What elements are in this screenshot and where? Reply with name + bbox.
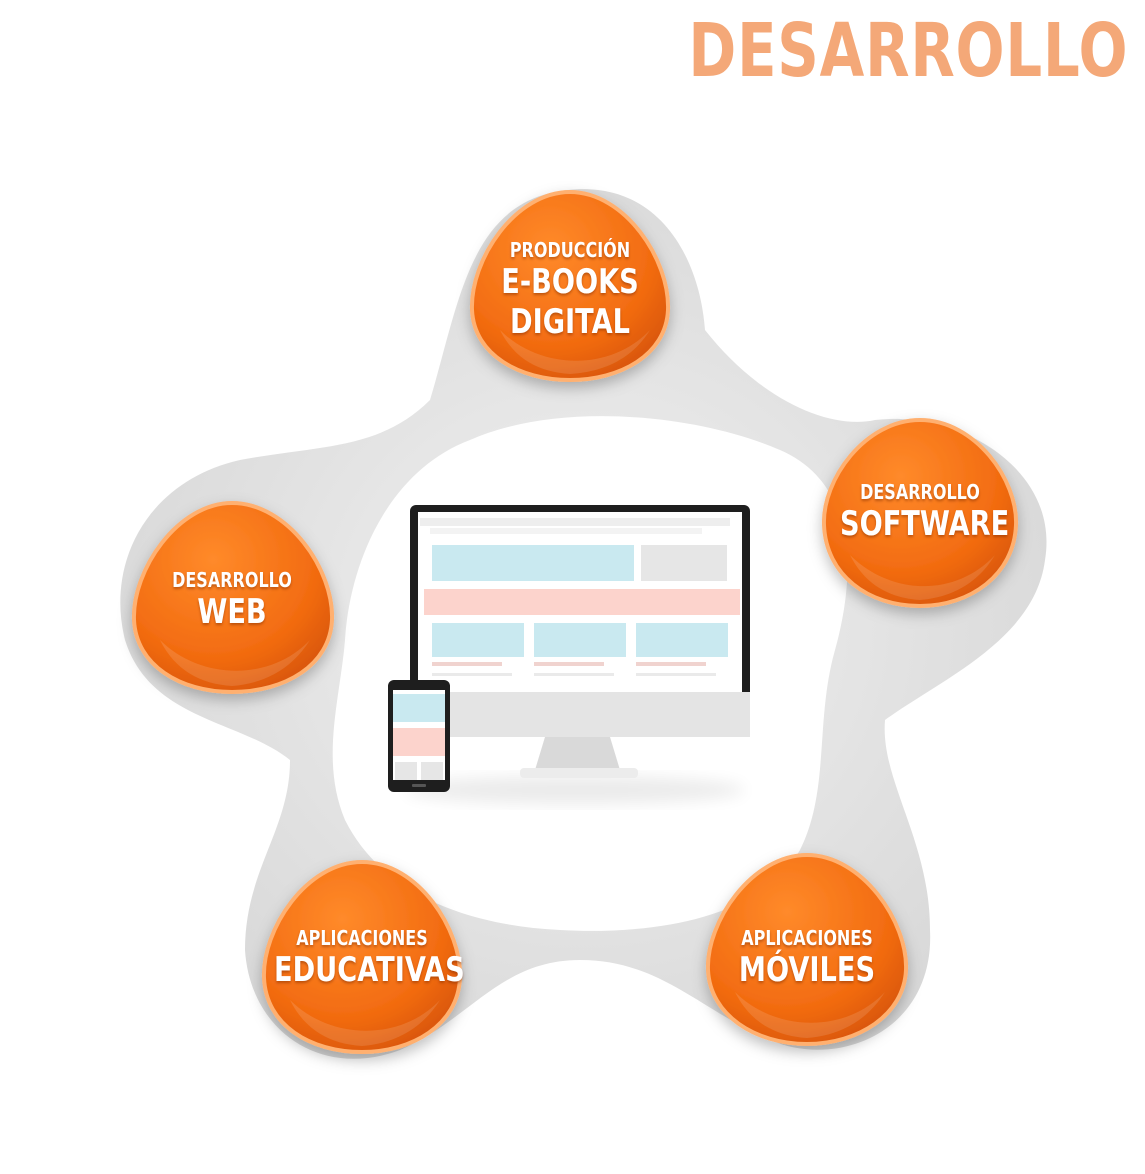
node-moviles-label: APLICACIONES MÓVILES (697, 926, 917, 990)
node-ebooks-line3: DIGITAL (510, 302, 630, 342)
node-ebooks-label: PRODUCCIÓN E-BOOKS DIGITAL (470, 238, 670, 342)
node-software-blob (821, 417, 1019, 609)
node-software-line2: SOFTWARE (840, 504, 1010, 544)
node-software-line1: DESARROLLO (860, 480, 980, 504)
node-moviles-line1: APLICACIONES (741, 926, 873, 950)
node-web-line2: WEB (197, 592, 267, 632)
node-educativas-label: APLICACIONES EDUCATIVAS (252, 926, 472, 990)
node-ebooks-line2: E-BOOKS (501, 262, 639, 302)
node-moviles-line2: MÓVILES (738, 950, 876, 990)
node-web-line1: DESARROLLO (172, 568, 292, 592)
node-moviles-blob (705, 852, 909, 1047)
node-educativas-blob (261, 859, 463, 1055)
node-educativas-line2: EDUCATIVAS (274, 950, 465, 990)
node-web-label: DESARROLLO WEB (132, 568, 332, 632)
node-software-label: DESARROLLO SOFTWARE (820, 480, 1020, 544)
node-web-blob (131, 500, 335, 695)
desktop-monitor-icon (405, 505, 750, 804)
node-educativas-line1: APLICACIONES (296, 926, 428, 950)
smartphone-icon (388, 680, 450, 792)
node-ebooks-line1: PRODUCCIÓN (509, 238, 631, 262)
node-ebooks-blob (469, 189, 671, 383)
